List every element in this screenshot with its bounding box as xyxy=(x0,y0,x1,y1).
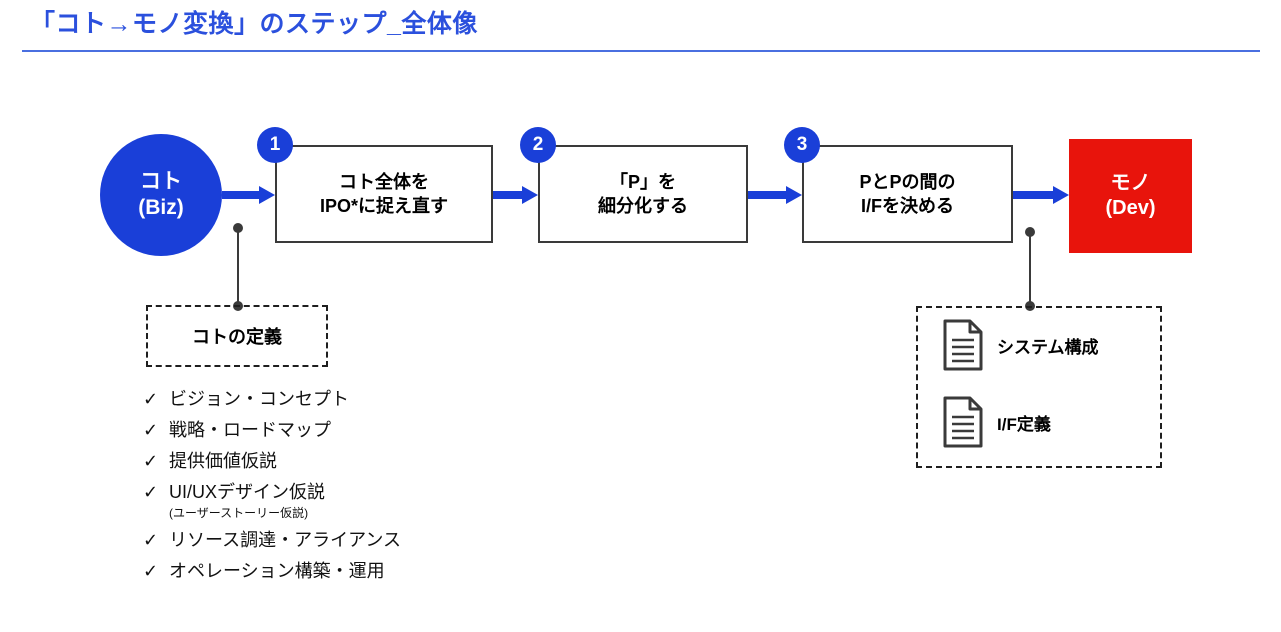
page-title: 「コト→モノ変換」のステップ_全体像 xyxy=(30,10,478,38)
step-2-line1: 「P」を xyxy=(609,171,676,192)
list-item: ✓ リソース調達・アライアンス xyxy=(143,529,603,552)
document-icon xyxy=(943,396,983,448)
checklist-item-label: オペレーション構築・運用 xyxy=(169,561,385,581)
arrow-head xyxy=(786,186,802,204)
list-item: ✓ ビジョン・コンセプト xyxy=(143,388,603,411)
checklist-item-label: ビジョン・コンセプト xyxy=(169,389,349,409)
list-item: ✓ UI/UXデザイン仮説 (ユーザーストーリー仮説) xyxy=(143,481,603,521)
connector-dot-top xyxy=(233,223,243,233)
dashed-group-deliverables xyxy=(916,306,1162,468)
document-label: システム構成 xyxy=(997,337,1099,357)
flow-step-box-1: コト全体を IPO*に捉え直す xyxy=(275,145,493,243)
flow-step-box-2: 「P」を 細分化する xyxy=(538,145,748,243)
checklist-item-sublabel: (ユーザーストーリー仮説) xyxy=(169,506,309,520)
list-item: ✓ オペレーション構築・運用 xyxy=(143,560,603,583)
connector-line-right xyxy=(1025,227,1035,311)
arrow-head xyxy=(259,186,275,204)
arrow-head xyxy=(522,186,538,204)
step-3-line1: PとPの間の xyxy=(859,171,956,192)
flow-end-node-line1: モノ xyxy=(1110,172,1151,194)
arrow-head xyxy=(1053,186,1069,204)
checklist-item-label: UI/UXデザイン仮説 xyxy=(169,482,326,502)
flow-arrow-3-icon xyxy=(748,186,802,204)
check-icon: ✓ xyxy=(143,561,159,581)
flow-arrow-2-icon xyxy=(493,186,538,204)
flow-start-node-line1: コト xyxy=(140,170,182,194)
step-3-line2: I/Fを決める xyxy=(861,196,954,216)
arrow-shaft xyxy=(748,191,787,199)
check-icon: ✓ xyxy=(143,451,159,471)
checklist-item-label: 戦略・ロードマップ xyxy=(169,420,331,440)
step-1-line1: コト全体を xyxy=(339,171,429,192)
connector-dot-top xyxy=(1025,227,1035,237)
flow-arrow-1-icon xyxy=(222,186,275,204)
flow-start-node-koto-biz: コト (Biz) xyxy=(100,134,222,256)
arrow-shaft xyxy=(1013,191,1054,199)
flow-end-node-line2: (Dev) xyxy=(1105,197,1156,219)
document-icon xyxy=(943,319,983,371)
flow-start-node-line2: (Biz) xyxy=(138,196,184,219)
list-item: I/F定義 xyxy=(942,395,1051,449)
check-icon: ✓ xyxy=(143,420,159,440)
list-item: ✓ 提供価値仮説 xyxy=(143,450,603,473)
arrow-shaft xyxy=(222,191,260,199)
check-icon: ✓ xyxy=(143,482,159,502)
flow-end-node-mono-dev: モノ (Dev) xyxy=(1069,139,1192,253)
step-number-badge-3: 3 xyxy=(784,127,820,163)
checklist: ✓ ビジョン・コンセプト ✓ 戦略・ロードマップ ✓ 提供価値仮説 ✓ UI/U… xyxy=(143,388,603,591)
connector-line-left xyxy=(233,223,243,311)
step-2-line2: 細分化する xyxy=(598,196,688,216)
flow-step-box-3: PとPの間の I/Fを決める xyxy=(802,145,1013,243)
check-icon: ✓ xyxy=(143,389,159,409)
dashed-group-left-label: コトの定義 xyxy=(192,327,282,347)
title-underline-rule xyxy=(22,50,1260,52)
step-1-line2: IPO*に捉え直す xyxy=(319,196,448,216)
arrow-shaft xyxy=(493,191,523,199)
step-number-badge-2: 2 xyxy=(520,127,556,163)
checklist-item-group: UI/UXデザイン仮説 (ユーザーストーリー仮説) xyxy=(169,481,325,521)
document-label: I/F定義 xyxy=(997,414,1051,434)
step-number-badge-1: 1 xyxy=(257,127,293,163)
checklist-item-label: 提供価値仮説 xyxy=(169,451,277,471)
checklist-item-label: リソース調達・アライアンス xyxy=(169,530,402,550)
dashed-group-koto-definition: コトの定義 xyxy=(146,305,328,367)
check-icon: ✓ xyxy=(143,530,159,550)
flow-arrow-4-icon xyxy=(1013,186,1069,204)
list-item: システム構成 xyxy=(942,318,1099,372)
list-item: ✓ 戦略・ロードマップ xyxy=(143,419,603,442)
